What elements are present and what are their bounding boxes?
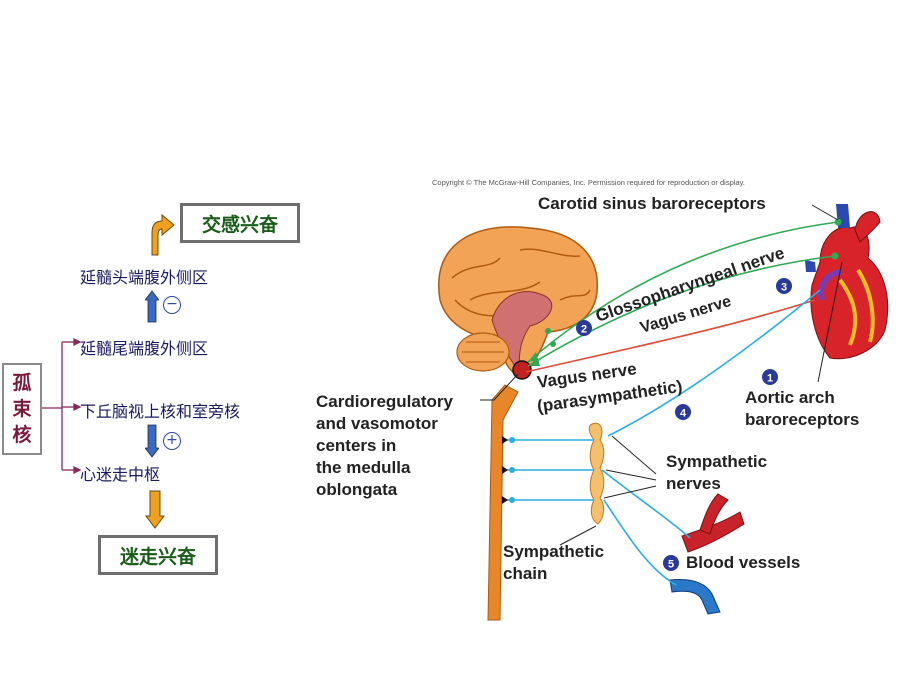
ganglion-dot-1	[545, 328, 551, 334]
step-1-number: 1	[767, 373, 773, 385]
step-4-number: 4	[680, 408, 687, 420]
copyright-text: Copyright © The McGraw-Hill Companies, I…	[432, 178, 745, 187]
receptor-dot-carotid	[834, 218, 842, 226]
arrowhead-2	[530, 358, 540, 366]
spinal-dot-2	[509, 467, 515, 473]
excite-sign-icon: +	[163, 432, 181, 450]
nts-char-1: 孤	[12, 372, 32, 394]
vagus-parasympathetic-path	[525, 299, 816, 373]
inhibit-sign-icon: −	[163, 296, 181, 314]
up-curved-arrow	[151, 213, 175, 256]
step-2-number: 2	[581, 324, 587, 336]
carotid-label: Carotid sinus baroreceptors	[538, 194, 766, 213]
aortic-leader	[817, 261, 843, 383]
sympathetic-excitation-box: 交感兴奋	[180, 203, 300, 243]
step-5-number: 5	[668, 559, 674, 571]
spinal-arrow-2	[502, 466, 508, 474]
cardio-label-4: the medulla	[316, 458, 411, 477]
vagus-afferent-path	[527, 255, 836, 367]
heart	[805, 204, 889, 360]
hypothalamus-label: 下丘脑视上核和室旁核	[80, 402, 241, 421]
postganglionic-fiber-2	[603, 499, 677, 586]
aortic-label-2: baroreceptors	[745, 410, 859, 429]
sympathetic-outflow-path	[607, 289, 821, 437]
sympathetic-nerves-label-1: Sympathetic	[666, 452, 767, 471]
blood-vessels-label: Blood vessels	[686, 553, 800, 572]
nts-box: 孤 束 核	[2, 363, 42, 455]
sympathetic-nerves-label-2: nerves	[666, 474, 721, 493]
carotid-leader	[811, 204, 839, 221]
cardio-label-1: Cardioregulatory	[316, 392, 454, 411]
sympathetic-chain	[588, 422, 605, 525]
glossopharyngeal-nerve-path	[527, 221, 839, 363]
step-2-marker: 2	[576, 320, 592, 336]
step-3-marker: 3	[776, 278, 792, 294]
arrowhead-1	[528, 352, 538, 362]
sympathetic-chain-leader	[559, 525, 597, 546]
receptor-dot-aortic	[831, 252, 839, 260]
sympathetic-chain-label-2: chain	[503, 564, 547, 583]
spinal-arrow-1	[502, 436, 508, 444]
nts-char-2: 束	[12, 398, 32, 420]
sympathetic-chain-label-1: Sympathetic	[503, 542, 604, 561]
spinal-dot-1	[509, 437, 515, 443]
vein-vessel	[669, 579, 721, 615]
nts-bracket	[42, 337, 82, 475]
aortic-label-1: Aortic arch	[745, 388, 835, 407]
cardio-leader	[480, 373, 519, 401]
step-1-marker: 1	[762, 369, 778, 385]
rvlm-label: 延髓头端腹外侧区	[80, 268, 209, 287]
cardio-label-3: centers in	[316, 436, 396, 455]
step-5-marker: 5	[663, 555, 679, 571]
spinal-dot-3	[509, 497, 515, 503]
spinal-arrow-3	[502, 496, 508, 504]
sympathetic-excitation-label: 交感兴奋	[201, 213, 278, 236]
step-4-marker: 4	[675, 404, 691, 420]
cardio-label-5: oblongata	[316, 480, 398, 499]
artery-branch	[699, 493, 729, 535]
brain	[437, 226, 598, 379]
vagal-excitation-box: 迷走兴奋	[98, 535, 218, 575]
cardio-label-2: and vasomotor	[316, 414, 438, 433]
sympathetic-nerves-leader	[603, 435, 657, 499]
down-arrow-blue	[145, 424, 159, 458]
down-arrow-orange	[145, 490, 165, 529]
vagal-excitation-label: 迷走兴奋	[119, 545, 196, 568]
cvlm-label: 延髓尾端腹外侧区	[80, 339, 209, 358]
ganglion-dot-2	[550, 341, 556, 347]
up-arrow-blue	[145, 290, 159, 323]
nts-char-3: 核	[12, 424, 32, 446]
postganglionic-fiber-1	[601, 469, 691, 539]
step-3-number: 3	[781, 282, 787, 294]
vagal-center-label: 心迷走中枢	[80, 465, 161, 484]
